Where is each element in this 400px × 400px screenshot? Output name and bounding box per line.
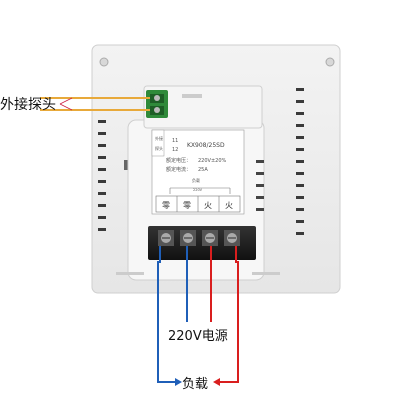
mount-hole-tr [325, 57, 335, 67]
terminal-label-row [155, 195, 241, 213]
side-label-top: 外接 [155, 135, 163, 141]
rated-voltage-value: 220V±20% [198, 158, 227, 164]
mount-hole-tl [99, 57, 109, 67]
probe-label: 外接探头 [0, 96, 56, 113]
inner-vents-right [256, 160, 264, 211]
probe-wires [40, 97, 150, 111]
bottom-slots [116, 272, 280, 275]
side-num-11: 11 [172, 138, 178, 144]
power-label: 220V电源 [168, 329, 228, 344]
terminal-label-3: 火 [204, 201, 212, 210]
neutral-wires [157, 246, 188, 383]
neutral-arrow [175, 378, 182, 386]
side-label-bottom: 探头 [155, 145, 163, 151]
side-num-12: 12 [172, 147, 178, 153]
rated-current-label: 额定电流： [166, 166, 191, 173]
live-arrow [213, 378, 220, 386]
rated-voltage-label: 额定电压： [166, 157, 191, 164]
load-label: 负载 [182, 377, 208, 392]
bracket-label-bottom: 220V [193, 188, 203, 192]
probe-header [143, 85, 263, 129]
live-wires [210, 246, 239, 383]
terminal-label-2: 零 [183, 201, 191, 210]
load-bracket [169, 187, 231, 194]
bracket-label-top: 负载 [192, 177, 200, 183]
right-vents [296, 88, 304, 235]
rated-current-value: 25A [198, 167, 208, 173]
terminal-label-1: 零 [162, 201, 170, 210]
terminal-screws [158, 230, 240, 246]
model-number: KX908/25SD [187, 142, 225, 149]
probe-wire-links [59, 97, 73, 111]
left-vents [98, 120, 106, 231]
side-tab [124, 160, 130, 170]
terminal-label-4: 火 [225, 201, 233, 210]
